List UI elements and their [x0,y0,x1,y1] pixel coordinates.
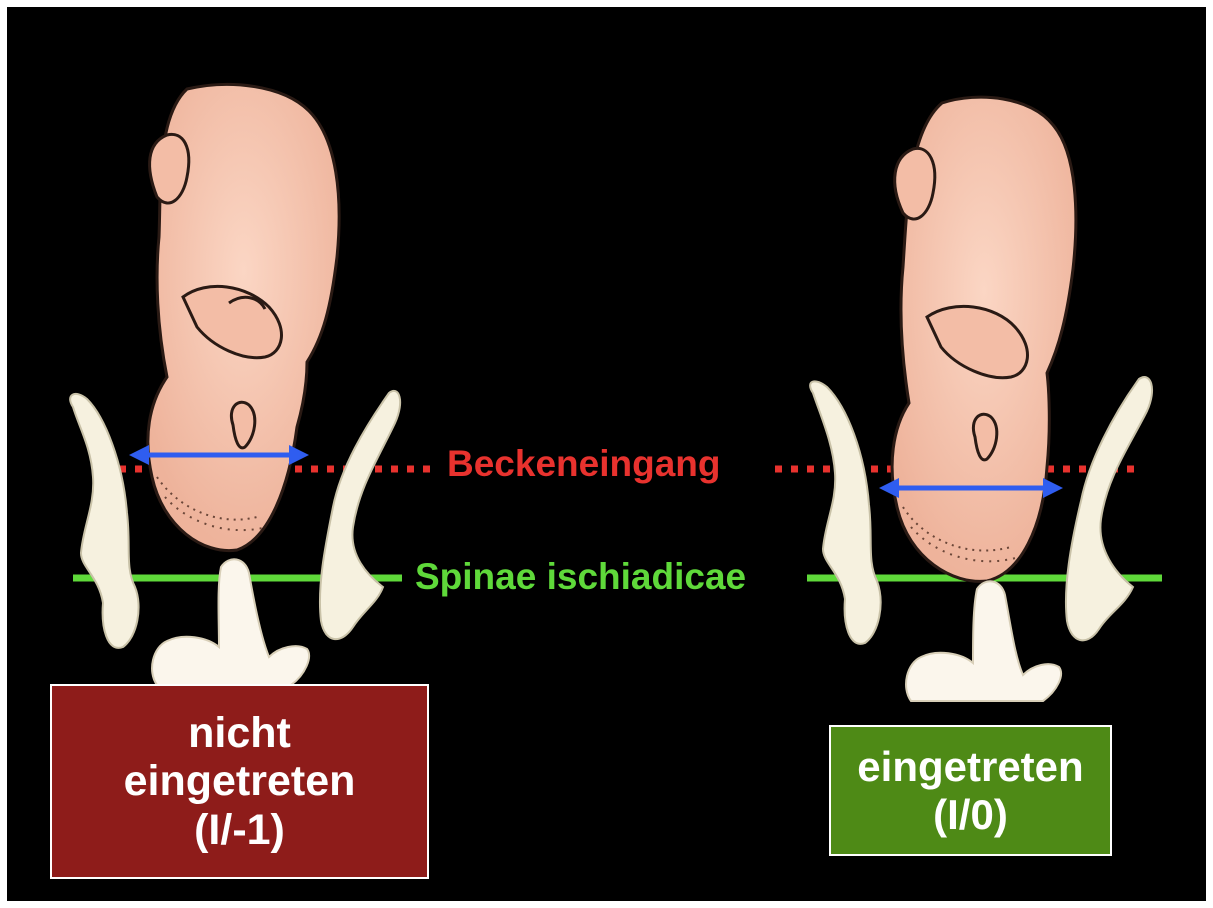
status-box-not-engaged: nicht eingetreten (I/-1) [50,684,429,879]
ischial-spines-label: Spinae ischiadicae [415,558,746,595]
status-box-engaged: eingetreten (I/0) [829,725,1112,856]
status-line-2: eingetreten [124,757,356,806]
status-line-3: (I/-1) [194,806,285,855]
status-line-1: eingetreten [857,743,1083,790]
fetus-right [892,97,1076,581]
status-line-2: (I/0) [933,791,1008,838]
slide: Beckeneingang Spinae ischiadicae nicht e… [7,7,1206,901]
status-line-1: nicht [188,709,291,758]
examining-hand-right [906,581,1061,701]
fetus-left [148,84,339,550]
pelvic-inlet-label: Beckeneingang [447,445,720,482]
